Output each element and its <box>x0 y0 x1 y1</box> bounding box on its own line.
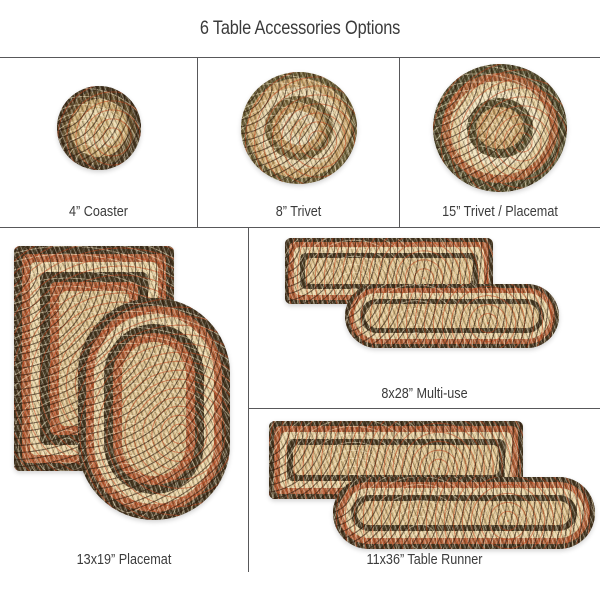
product-image-coaster <box>0 58 197 198</box>
grid-rule-top <box>0 57 600 58</box>
product-image-table-runner-11x36 <box>249 409 600 549</box>
product-label-trivet-placemat-15: 15” Trivet / Placemat <box>442 204 558 220</box>
placemat-oval-piece <box>78 298 230 520</box>
product-image-placemat-13x19 <box>0 228 248 546</box>
product-label-multi-use-8x28: 8x28” Multi-use <box>381 386 468 402</box>
grid-rule-lower-right <box>248 408 600 409</box>
product-cell-trivet-8[interactable]: 8” Trivet <box>198 58 399 224</box>
product-cell-trivet-placemat-15[interactable]: 15” Trivet / Placemat <box>400 58 600 224</box>
grid-divider-bottom <box>248 227 249 572</box>
product-image-multi-use-8x28 <box>249 228 600 380</box>
grid-divider-top-2 <box>399 57 400 227</box>
product-label-coaster: 4” Coaster <box>69 204 128 220</box>
multiuse-oval-piece <box>345 284 559 348</box>
product-image-trivet-placemat-15 <box>400 58 600 198</box>
runner-oval-piece <box>333 477 595 549</box>
product-label-placemat-13x19: 13x19” Placemat <box>76 552 172 568</box>
grid-divider-top-1 <box>197 57 198 227</box>
product-cell-coaster[interactable]: 4” Coaster <box>0 58 197 224</box>
product-image-trivet-8 <box>198 58 399 198</box>
product-cell-table-runner-11x36[interactable]: 11x36” Table Runner <box>249 409 600 572</box>
grid-rule-middle <box>0 227 600 228</box>
trivet8-braid-body <box>240 72 357 184</box>
page-title: 6 Table Accessories Options <box>199 18 401 39</box>
trivet15-braid-body <box>433 64 567 192</box>
product-cell-placemat-13x19[interactable]: 13x19” Placemat <box>0 228 248 572</box>
product-cell-multi-use-8x28[interactable]: 8x28” Multi-use <box>249 228 600 406</box>
product-label-trivet-8: 8” Trivet <box>275 204 322 220</box>
product-label-table-runner-11x36: 11x36” Table Runner <box>366 552 483 568</box>
coaster-braid-body <box>56 86 141 170</box>
